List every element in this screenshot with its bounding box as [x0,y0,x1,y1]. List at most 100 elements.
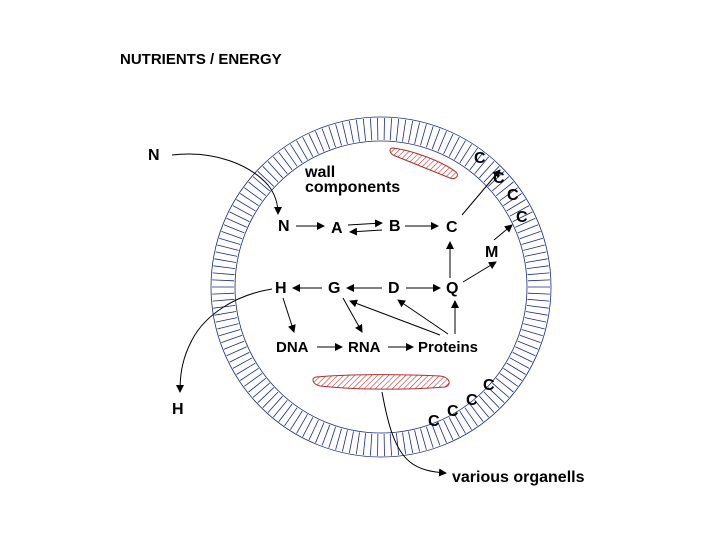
wall-stripe [525,258,548,263]
wall-stripe [302,417,314,437]
wall-stripe [244,373,263,387]
arrow-to-organelles [381,391,447,477]
label-rna: RNA [348,339,381,356]
wall-stripe [523,244,545,251]
wall-stripe [278,403,293,422]
wall-stripe [239,367,259,381]
wall-stripe [219,329,241,337]
wall-stripe [308,419,319,441]
wall-stripe [414,122,420,144]
wall-stripe [223,224,245,234]
label-c-wall-5: C [483,377,495,394]
wall-stripe [296,140,308,160]
label-h-outside: H [172,401,184,418]
wall-stripe [495,377,514,393]
wall-stripe [525,311,548,316]
wall-stripe [521,329,543,337]
wall-stripe [355,119,360,142]
arrow-q-to-m [462,261,497,283]
wall-stripe [527,298,550,302]
wall-stripe [448,417,460,437]
arrow-n-in [171,153,282,215]
wall-stripe [474,400,490,418]
wall-stripe [239,193,259,207]
wall-stripe [443,133,454,155]
wall-stripe [487,171,505,187]
arrow-m-to-wall [493,224,513,241]
wall-stripe [524,251,547,257]
arrow-proteins-to-g [349,299,441,336]
wall-stripe [499,373,518,387]
wall-stripe [527,279,550,282]
wall-stripe [355,432,360,455]
wall-stripe [219,237,241,245]
wall-stripe [315,422,325,443]
wall-stripe [492,176,510,192]
wall-stripe [212,292,235,295]
arrow-g-to-rna [342,297,363,333]
wall-stripe [506,362,526,375]
wall-stripe [414,430,420,452]
wall-stripe [229,211,250,222]
wall-stripe [402,119,407,142]
wall-stripe [517,224,539,234]
wall-stripe [523,323,545,330]
cell-wall [210,116,552,458]
label-proteins: Proteins [418,339,478,356]
wall-stripe [290,410,303,430]
wall-stripe [221,334,243,343]
wall-stripe [221,231,243,240]
wall-stripe [370,118,373,141]
wall-stripe [335,428,342,450]
wall-stripe [499,187,518,201]
wall-stripe [348,431,354,454]
wall-stripe [362,118,366,141]
wall-stripe [474,156,490,174]
wall-stripe [483,166,500,183]
wall-stripe [454,140,466,160]
title: NUTRIENTS / ENERGY [120,51,282,68]
wall-stripe [284,147,298,167]
wall-stripe [267,161,283,179]
wall-stripe [212,298,235,302]
label-c-wall-6: C [466,392,478,409]
wall-stripe [248,377,267,393]
wall-stripe [214,311,237,316]
wall-stripe [272,400,288,418]
wall-stripe [244,187,263,201]
wall-stripe [257,387,275,403]
wall-stripe [454,414,466,434]
wall-stripe [527,272,550,276]
label-q: Q [446,280,458,297]
wall-stripe [524,317,547,323]
label-wall: wall [304,164,335,181]
wall-stripe [483,391,500,408]
arrow-b-to-a [349,227,383,236]
wall-stripe [396,118,400,141]
wall-stripe [517,340,539,350]
wall-stripe [296,414,308,434]
label-m: M [485,244,498,261]
label-c-wall-3: C [507,187,519,204]
wall-stripe [512,211,533,222]
wall-stripe [459,144,472,164]
wall-stripe [252,176,270,192]
wall-stripe [262,166,279,183]
wall-stripe [469,403,484,422]
label-h-inside: H [275,280,287,297]
wall-stripe [431,424,441,446]
wall-stripe [512,352,533,363]
wall-stripe [527,292,550,295]
label-a: A [331,220,343,237]
wall-stripe [226,217,247,228]
wall-stripe [370,433,373,456]
wall-stripe [217,323,239,330]
wall-stripe [321,424,331,446]
label-various-organelles: various organells [452,469,585,486]
arrow-a-to-b [347,219,383,228]
wall-stripe [479,395,495,413]
wall-stripe [492,382,510,398]
wall-stripe [302,137,314,157]
wall-stripe [464,147,478,167]
label-c-wall-7: C [447,403,459,420]
